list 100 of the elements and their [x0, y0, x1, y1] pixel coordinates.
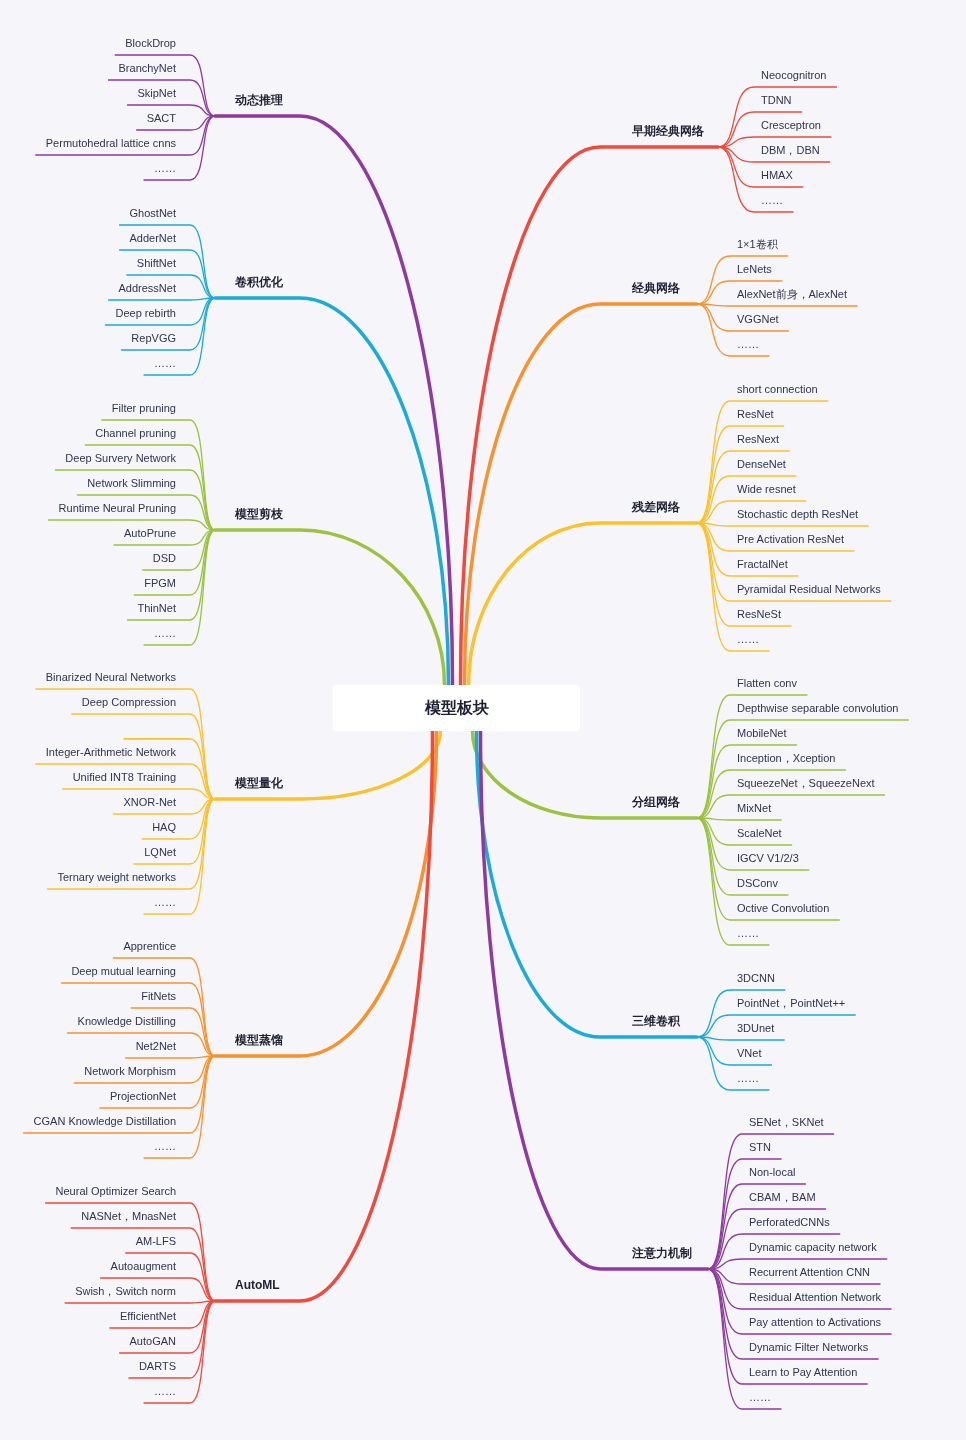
- leaf-topic-label: Runtime Neural Pruning: [48, 500, 190, 520]
- leaf-topic-label: Inception，Xception: [730, 750, 846, 770]
- leaf-topic-label: ……: [730, 1070, 769, 1090]
- leaf-topic-label: Recurrent Attention CNN: [742, 1264, 881, 1284]
- leaf-topic-label: 3DUnet: [730, 1020, 785, 1040]
- leaf-line: [707, 1268, 782, 1410]
- leaf-topic-label: short connection: [730, 381, 828, 401]
- branch-line: [458, 145, 720, 687]
- leaf-line: [54, 469, 216, 531]
- leaf-topic-label: Swish，Switch norm: [65, 1283, 190, 1303]
- branch-topic-label: 卷积优化: [215, 272, 300, 298]
- leaf-topic-label: CGAN Knowledge Distillation: [23, 1113, 190, 1133]
- branch-line: [213, 729, 439, 1058]
- leaf-topic-label: Depthwise separable convolution: [730, 700, 909, 720]
- leaf-topic-label: Deep rebirth: [105, 305, 190, 325]
- leaf-topic-label: PointNet，PointNet++: [730, 995, 856, 1015]
- leaf-topic-label: FPGM: [134, 575, 190, 595]
- leaf-topic-label: Wide resnet: [730, 481, 806, 501]
- leaf-line: [717, 146, 794, 213]
- leaf-topic-label: XNOR-Net: [113, 794, 190, 814]
- leaf-topic-label: VGGNet: [730, 311, 789, 331]
- branch-topic-label: AutoML: [215, 1275, 300, 1301]
- leaf-topic-label: Dynamic capacity network: [742, 1239, 887, 1259]
- leaf-line: [143, 529, 216, 646]
- branch-topic-label: 早期经典网络: [600, 121, 718, 147]
- leaf-topic-label: Residual Attention Network: [742, 1289, 892, 1309]
- branch-topic-label: 三维卷积: [600, 1011, 697, 1037]
- branch-topic-label: 模型剪枝: [215, 504, 300, 530]
- leaf-topic-label: Deep mutual learning: [61, 963, 190, 983]
- leaf-topic-label: AddressNet: [108, 280, 190, 300]
- leaf-line: [60, 982, 216, 1057]
- leaf-line: [696, 303, 858, 307]
- branch-topic-label: 残差网络: [600, 497, 697, 523]
- leaf-topic-label: MobileNet: [730, 725, 797, 745]
- leaf-line: [143, 798, 216, 915]
- branch-line: [470, 729, 699, 820]
- leaf-topic-label: Octive Convolution: [730, 900, 840, 920]
- leaf-topic-label: ……: [144, 1383, 190, 1403]
- branch-topic-label: 动态推理: [215, 90, 300, 116]
- leaf-topic-label: Autoaugment: [100, 1258, 190, 1278]
- leaf-topic-label: ……: [730, 631, 769, 651]
- leaf-line: [696, 817, 770, 946]
- leaf-topic-label: ShiftNet: [126, 255, 190, 275]
- leaf-topic-label: HMAX: [754, 167, 803, 187]
- leaf-topic-label: IGCV V1/2/3: [730, 850, 809, 870]
- leaf-topic-label: FractalNet: [730, 556, 798, 576]
- leaf-topic-label: DenseNet: [730, 456, 796, 476]
- leaf-topic-label: Permutohedral lattice cnns: [35, 135, 190, 155]
- leaf-topic-label: EfficientNet: [109, 1308, 190, 1328]
- leaf-topic-label: Stochastic depth ResNet: [730, 506, 869, 526]
- leaf-line: [143, 115, 216, 181]
- branch-topic-label: 经典网络: [600, 278, 697, 304]
- leaf-topic-label: Filter pruning: [101, 400, 190, 420]
- leaf-line: [114, 54, 216, 117]
- leaf-topic-label: Pyramidal Residual Networks: [730, 581, 891, 601]
- leaf-topic-label: BlockDrop: [115, 35, 190, 55]
- leaf-line: [696, 303, 790, 332]
- leaf-topic-label: AM-LFS: [125, 1233, 190, 1253]
- leaf-line: [696, 303, 770, 357]
- leaf-topic-label: Pay attention to Activations: [742, 1314, 892, 1334]
- branch-line: [462, 302, 699, 687]
- leaf-topic-label: ……: [144, 160, 190, 180]
- leaf-topic-label: Non-local: [742, 1164, 806, 1184]
- leaf-line: [717, 146, 831, 163]
- leaf-topic-label: SACT: [136, 110, 190, 130]
- leaf-topic-label: Neural Optimizer Search: [45, 1183, 190, 1203]
- leaf-topic-label: Flatten conv: [730, 675, 807, 695]
- leaf-topic-label: ResNet: [730, 406, 784, 426]
- leaf-topic-label: ScaleNet: [730, 825, 792, 845]
- leaf-topic-label: ……: [730, 336, 769, 356]
- leaf-topic-label: 1×1卷积: [730, 236, 788, 256]
- leaf-topic-label: ……: [742, 1389, 781, 1409]
- leaf-topic-label: ProjectionNet: [99, 1088, 190, 1108]
- leaf-topic-label: Network Slimming: [77, 475, 190, 495]
- leaf-topic-label: ……: [144, 894, 190, 914]
- leaf-topic-label: ……: [144, 625, 190, 645]
- root-topic-box: 模型板块: [333, 685, 580, 731]
- leaf-line: [696, 694, 808, 819]
- branch-topic-label: 模型蒸馏: [215, 1030, 300, 1056]
- leaf-topic-label: PerforatedCNNs: [742, 1214, 840, 1234]
- leaf-line: [73, 1055, 216, 1084]
- leaf-line: [696, 1036, 785, 1041]
- leaf-line: [696, 522, 855, 552]
- leaf-topic-label: DSConv: [730, 875, 788, 895]
- leaf-line: [104, 297, 216, 326]
- leaf-topic-label: Neocognitron: [754, 67, 837, 87]
- leaf-line: [143, 297, 216, 376]
- leaf-topic-label: Deep Compression: [71, 694, 190, 714]
- leaf-topic-label: RepVGG: [121, 330, 190, 350]
- leaf-line: [143, 1055, 216, 1159]
- leaf-line: [707, 1268, 892, 1310]
- leaf-topic-label: ……: [144, 355, 190, 375]
- branch-line: [474, 729, 699, 1039]
- leaf-topic-label: ……: [144, 1138, 190, 1158]
- leaf-line: [125, 1055, 216, 1059]
- leaf-line: [696, 400, 829, 524]
- leaf-line: [696, 522, 770, 652]
- leaf-topic-label: AutoGAN: [119, 1333, 190, 1353]
- leaf-line: [64, 1300, 216, 1304]
- leaf-line: [107, 297, 216, 301]
